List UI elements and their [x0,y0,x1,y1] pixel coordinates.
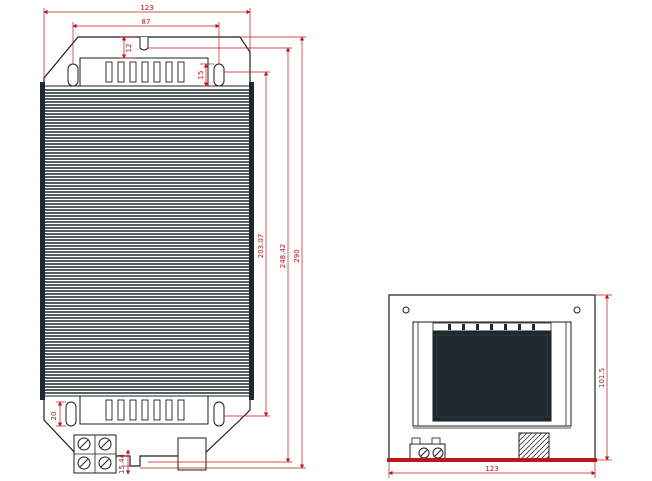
side-hole-top-left [402,306,410,314]
top-fins [105,61,185,83]
transformer-core [432,330,552,422]
dim-bottom-offset-label: 15.44 [118,453,126,474]
dim-inner-width-label: 87 [142,18,151,26]
front-view [40,36,254,474]
core-top-tabs [448,324,535,330]
side-view-dimension-labels: 123 101.5 [485,368,606,473]
core-inner-edge [436,334,548,418]
dim-bottom-slot-label: 20 [50,412,58,421]
bottom-left-slot [65,401,77,427]
side-dim-height-label: 101.5 [598,368,606,388]
dim-mount-spacing-label: 248.42 [279,244,287,269]
cable-gland [177,437,207,471]
core-left-edge [40,82,45,400]
bottom-fins [105,399,185,421]
front-view-dimensions [43,8,306,475]
side-view-dimensions [388,294,612,478]
bottom-right-slot [213,401,225,427]
side-base-plate [387,458,597,462]
dim-lamination-height-label: 203.07 [257,234,265,259]
core-right-edge [249,82,254,400]
top-notch [139,37,149,51]
lamination-lines [45,89,249,394]
dim-slot-offset-label: 12 [125,44,133,53]
top-right-slot [213,63,225,87]
dim-width-label: 123 [140,4,153,12]
side-view [387,294,597,462]
side-terminal-screw-icons [418,447,444,459]
dim-total-height-label: 290 [293,249,301,262]
front-view-dimension-labels: 123 87 12 15 203.07 248.42 290 20 15.44 [50,4,301,474]
dim-slot-height-label: 15 [197,71,205,80]
top-left-slot [67,63,79,87]
side-cable-gland [518,432,550,460]
side-hole-top-right [573,306,581,314]
side-dim-width-label: 123 [485,465,498,473]
terminal-screw-icons [77,437,112,470]
